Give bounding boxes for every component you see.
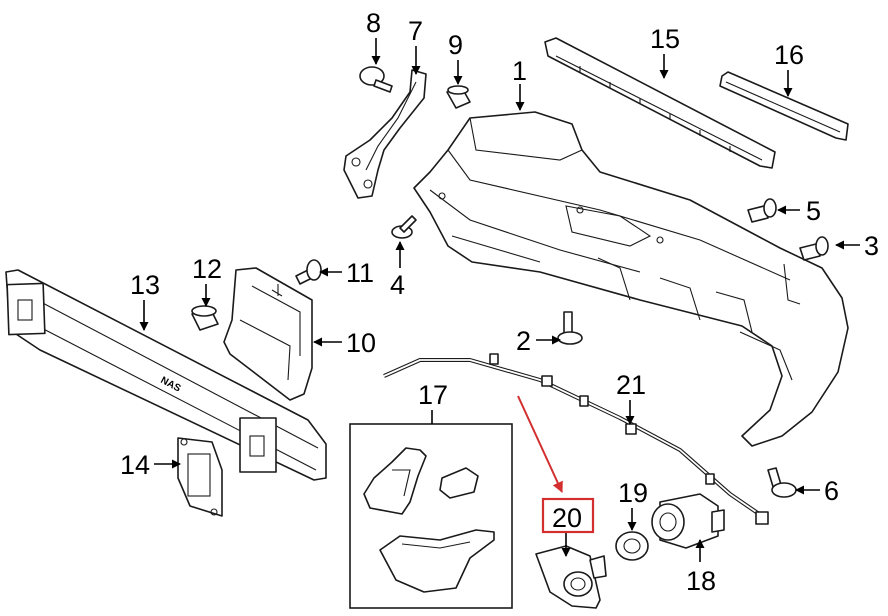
upper-trim-part bbox=[544, 37, 776, 169]
part-17-group-box bbox=[349, 423, 513, 609]
highlight-arrow bbox=[517, 395, 563, 493]
mud-flap-clip-part bbox=[439, 467, 479, 499]
reflector-strip-part bbox=[719, 71, 849, 141]
grommet-ring-19-part bbox=[615, 531, 649, 561]
clip-3-part bbox=[799, 236, 829, 261]
callout-17: 17 bbox=[418, 380, 448, 410]
mount-plate-14-part bbox=[177, 437, 223, 517]
callout-5: 5 bbox=[806, 196, 821, 226]
mud-flap-lower-part bbox=[379, 529, 495, 593]
callout-1: 1 bbox=[512, 56, 527, 86]
callout-16: 16 bbox=[774, 40, 804, 70]
callout-21: 21 bbox=[616, 370, 646, 400]
mount-bracket-10-part bbox=[223, 267, 313, 401]
nut-12-part bbox=[191, 305, 219, 331]
bumper-cover-part bbox=[413, 111, 849, 447]
callout-13: 13 bbox=[130, 270, 160, 300]
callout-20-highlight-box bbox=[541, 497, 595, 534]
callout-14: 14 bbox=[120, 450, 150, 480]
mud-flap-upper-part bbox=[363, 447, 427, 515]
callout-2: 2 bbox=[516, 326, 531, 356]
sensor-bracket-20-part bbox=[535, 545, 607, 609]
bolt-11-part bbox=[295, 259, 322, 285]
push-pin-8-part bbox=[359, 66, 393, 93]
callout-3: 3 bbox=[864, 231, 879, 261]
callout-20: 20 bbox=[552, 503, 582, 533]
callout-7: 7 bbox=[408, 16, 423, 46]
side-bracket-part bbox=[343, 69, 427, 199]
callout-9: 9 bbox=[448, 30, 463, 60]
callout-12: 12 bbox=[192, 254, 222, 284]
pin-6-part bbox=[767, 467, 797, 498]
callout-4: 4 bbox=[390, 270, 405, 300]
callout-19: 19 bbox=[618, 478, 648, 508]
clip-5-part bbox=[747, 198, 777, 223]
callout-11: 11 bbox=[346, 258, 374, 288]
pin-4-part bbox=[391, 215, 417, 239]
impact-beam-part: NAS bbox=[5, 269, 327, 481]
callout-6: 6 bbox=[824, 476, 839, 506]
callout-18: 18 bbox=[686, 566, 716, 596]
callout-15: 15 bbox=[650, 24, 680, 54]
leader-lines bbox=[139, 38, 860, 562]
parking-sensor-18-part bbox=[651, 493, 725, 549]
grommet-9-part bbox=[446, 85, 471, 109]
pin-2-part bbox=[557, 311, 583, 345]
callout-10: 10 bbox=[346, 328, 376, 358]
callout-8: 8 bbox=[366, 8, 381, 38]
